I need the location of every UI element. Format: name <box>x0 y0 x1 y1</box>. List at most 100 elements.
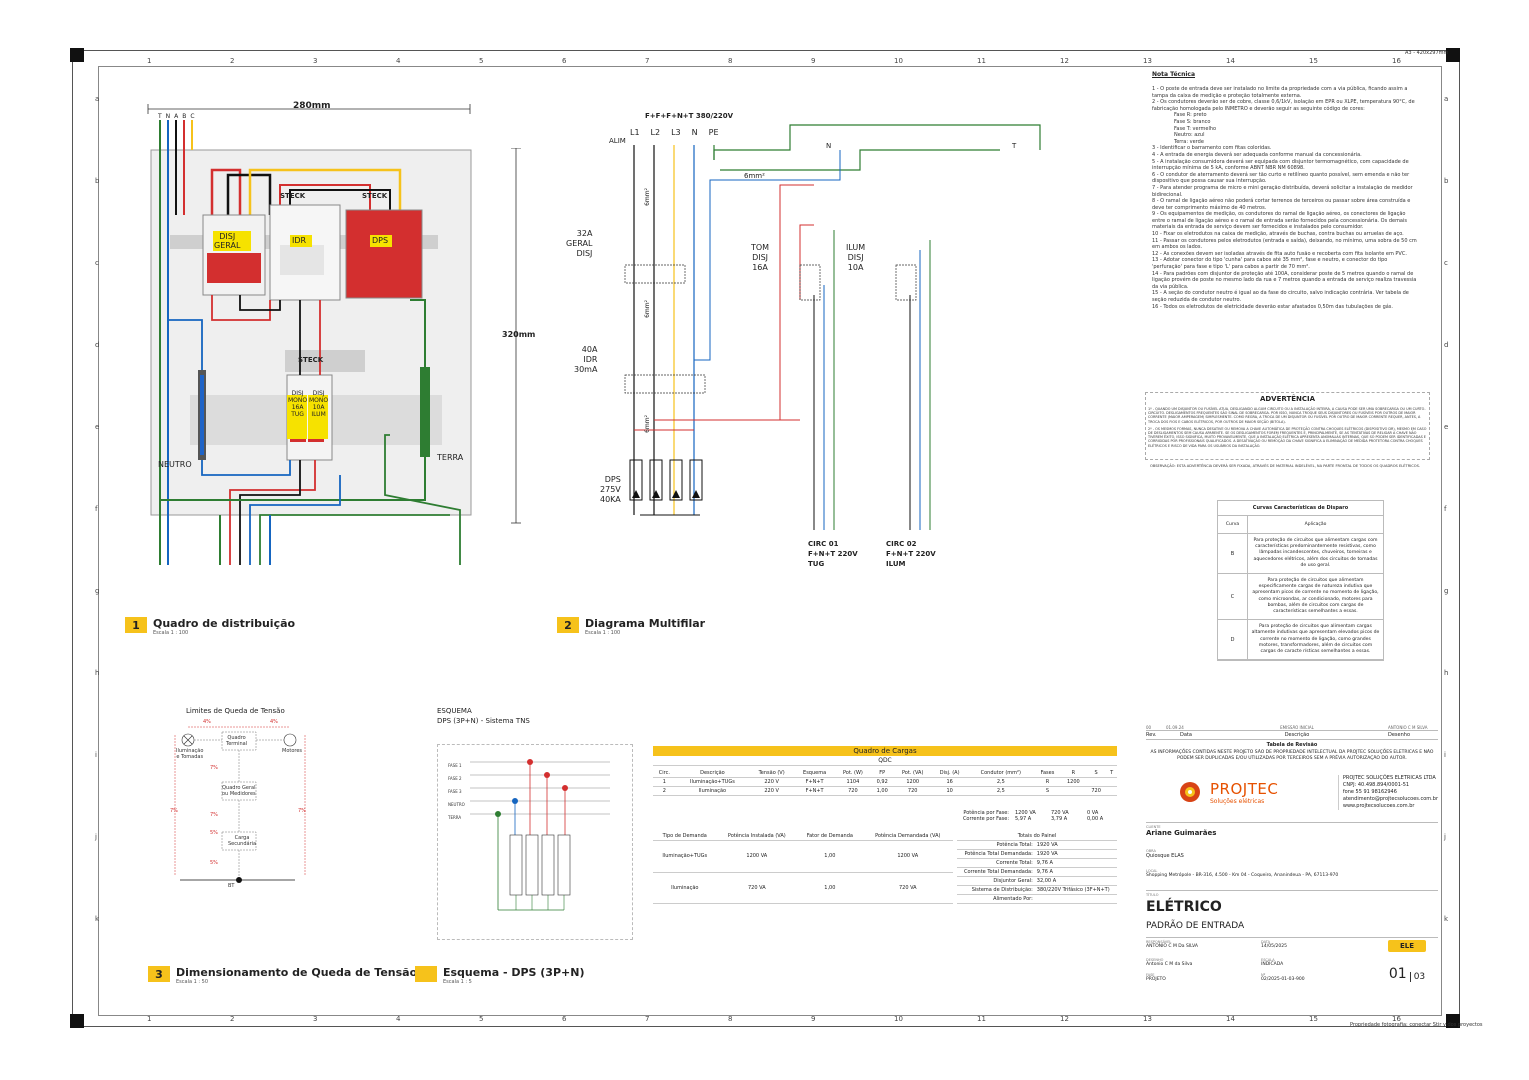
dps-scheme-diagram <box>470 759 610 911</box>
curves-title: Curvas Características de Disparo <box>1218 501 1383 516</box>
grid-col-number: 8 <box>728 1015 733 1023</box>
demand-col-header: Tipo de Demanda <box>653 832 717 841</box>
grid-row-letter: g <box>95 587 100 595</box>
dps-device-label: DPS 275V 40KA <box>600 475 621 504</box>
grid-col-number: 12 <box>1060 1015 1069 1023</box>
field-label: Nº <box>1261 973 1266 977</box>
table-cell: 1200 <box>1060 777 1086 787</box>
note-line: 16 - Todos os eletrodutos de eletricidad… <box>1152 303 1394 310</box>
phase-current-row: Corrente por Fase: 5,97 A 3,79 A 0,00 A <box>653 816 1117 822</box>
table-cell: Iluminação <box>653 872 717 904</box>
demand-col-header: Fator de Demanda <box>797 832 863 841</box>
note-line: 9 - Os equipamentos de medição, os condu… <box>1152 211 1406 218</box>
idr-breaker-label: 40A IDR 30mA <box>574 345 598 374</box>
load-col-header: T <box>1106 769 1117 778</box>
table-cell: 2 <box>653 786 676 796</box>
table-cell: Iluminação+TUGs <box>653 840 717 873</box>
note-line: seção reduzida de condutor neutro. <box>1152 297 1242 303</box>
view-title: Diagrama Multifilar <box>585 617 706 630</box>
view-scale: Escala 1 : 100 <box>585 630 621 636</box>
note-line: 6 - O condutor de aterramento deverá ser… <box>1152 171 1410 178</box>
note-line: 15 - A seção do condutor neutro é igual … <box>1152 290 1409 297</box>
grid-col-number: 12 <box>1060 57 1069 65</box>
table-cell: 720 <box>1085 786 1107 796</box>
table-cell: 0,92 <box>870 777 894 787</box>
view-title: Esquema - DPS (3P+N) <box>443 966 585 979</box>
terminal-label: A <box>174 113 179 120</box>
grid-row-letter: a <box>1444 95 1449 103</box>
note-line: deve ter comprimento máximo de 40 metros… <box>1152 204 1267 211</box>
field-label: CLIENTE <box>1146 825 1161 829</box>
rev-header: Descrição <box>1284 732 1310 738</box>
note-line: 1 - O poste de entrada deve ser instalad… <box>1152 86 1408 92</box>
dps-line-label: NEUTRO <box>448 802 465 807</box>
note-line: da via pública. <box>1152 283 1189 290</box>
table-cell: 2,5 <box>967 786 1035 796</box>
cable-size: 6mm² <box>644 415 651 433</box>
grid-row-letter: f <box>95 505 98 513</box>
view-title: Quadro de distribuição <box>153 617 296 630</box>
geral-breaker-label: 32A GERAL DISJ <box>566 229 593 258</box>
phase-power-value: 720 VA <box>1051 810 1069 816</box>
vd-pct: 7% <box>298 808 306 814</box>
table-cell: 1,00 <box>870 786 894 796</box>
title-section: TÍTULO ELÉTRICO PADRÃO DE ENTRADA <box>1146 890 1438 931</box>
n-bus-label: N <box>826 142 832 150</box>
note-line: 13 - Adotar conector do tipo 'cunha' par… <box>1152 257 1388 264</box>
grid-col-number: 13 <box>1143 57 1152 65</box>
table-cell: R <box>1034 777 1061 787</box>
gear-logo-icon <box>1180 782 1200 802</box>
idr-label: IDR <box>292 236 307 245</box>
rev-header: Desenho <box>1388 732 1411 738</box>
view-title: Dimensionamento de Queda de Tensão <box>176 966 418 979</box>
totals-label: Corrente Total: <box>957 858 1035 868</box>
grid-row-letter: j <box>95 833 97 841</box>
table-cell: Iluminação <box>675 786 750 796</box>
table-cell: F+N+T <box>794 777 835 787</box>
grid-col-number: 4 <box>396 57 401 65</box>
vd-pct: 7% <box>210 812 218 818</box>
table-row: Sistema de Distribuição:380/220V Trifási… <box>957 885 1117 895</box>
rev-cell: ANTONIO C M SILVA <box>1388 725 1428 730</box>
load-col-header: Fases <box>1034 769 1061 778</box>
field-value: 02/2025-01-03-900 <box>1261 977 1305 982</box>
note-line: 14 - Para padrões com disjuntor de prote… <box>1152 270 1414 277</box>
rev-cell: 00 <box>1146 725 1152 730</box>
grid-col-number: 1 <box>147 57 152 65</box>
steck-brand: STECK <box>280 192 306 200</box>
totals-header: Totais do Painel <box>957 832 1117 841</box>
dps-line-label: FASE 2 <box>448 776 462 781</box>
logo-name: PROJTEC <box>1210 779 1279 798</box>
field-label: RESPONSÁVEL <box>1146 940 1172 944</box>
totals-value: 9,76 A <box>1034 867 1117 877</box>
curves-header: Curva Aplicação <box>1218 516 1383 534</box>
logo-subtitle: Soluções elétricas <box>1210 797 1265 805</box>
grid-col-number: 16 <box>1392 57 1401 65</box>
phase-power-value: 0 VA <box>1087 810 1099 816</box>
curve-application: Para proteção de circuitos que alimentam… <box>1252 578 1379 615</box>
field-value: INDICADA <box>1261 962 1284 967</box>
note-line: em ambos os lados. <box>1152 244 1203 251</box>
grid-col-number: 15 <box>1309 1015 1318 1023</box>
corner-mark <box>70 1014 84 1028</box>
grid-col-number: 13 <box>1143 1015 1152 1023</box>
client-name: Ariane Guimarães <box>1146 829 1217 837</box>
sheet-size-note: A3 - 420x297mm <box>1405 50 1449 56</box>
vd-box-3: Carga Secundária <box>228 835 257 847</box>
vd-pct: 5% <box>210 830 218 836</box>
cable-size: 6mm² <box>644 188 651 206</box>
grid-row-letter: e <box>1444 423 1449 431</box>
curves-col: Aplicação <box>1304 522 1327 527</box>
note-line: materiais da entrada de serviço devem se… <box>1152 224 1364 231</box>
phase-current-value: 5,97 A <box>1015 816 1032 822</box>
ilum-breaker-label: ILUM DISJ 10A <box>846 243 866 272</box>
dps-scheme-box <box>437 744 633 940</box>
grid-col-number: 11 <box>977 57 986 65</box>
grid-row-letter: i <box>95 751 97 759</box>
rev-cell: 01.09.24 <box>1166 725 1184 730</box>
